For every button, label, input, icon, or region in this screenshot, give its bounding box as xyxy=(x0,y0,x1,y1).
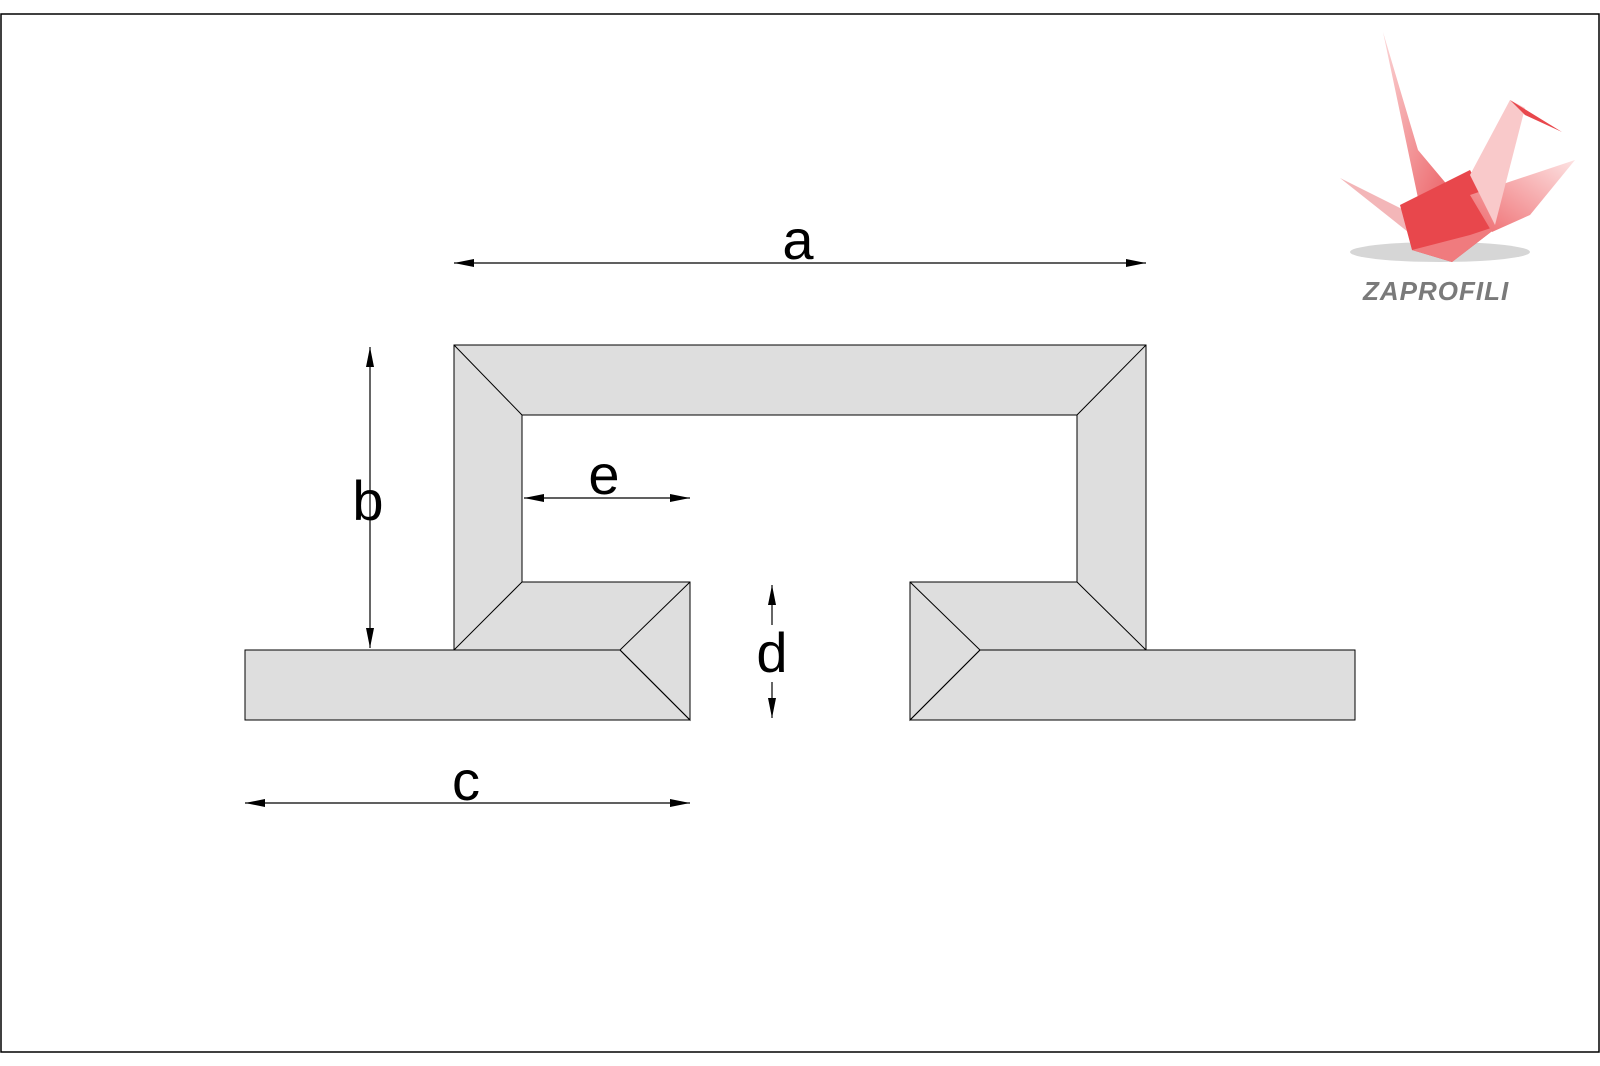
logo-text: ZAPROFILI xyxy=(1362,276,1509,306)
bevel-lines xyxy=(453,344,1147,721)
page-border xyxy=(0,13,1600,1053)
dimension-e-label: e xyxy=(588,443,619,506)
left-flange xyxy=(244,649,691,721)
right-flange xyxy=(909,649,1356,721)
dimension-c-label: c xyxy=(452,749,480,812)
profile-shape xyxy=(244,344,1356,722)
dimension-lines xyxy=(245,259,1146,807)
crane-neck xyxy=(1470,100,1525,225)
crane-logo xyxy=(1340,32,1575,262)
crane-body-light xyxy=(1412,225,1500,262)
dimension-a-label: a xyxy=(782,208,814,271)
dimension-d-label: d xyxy=(756,621,787,684)
dimension-b-label: b xyxy=(352,469,383,532)
crane-head xyxy=(1510,100,1562,132)
